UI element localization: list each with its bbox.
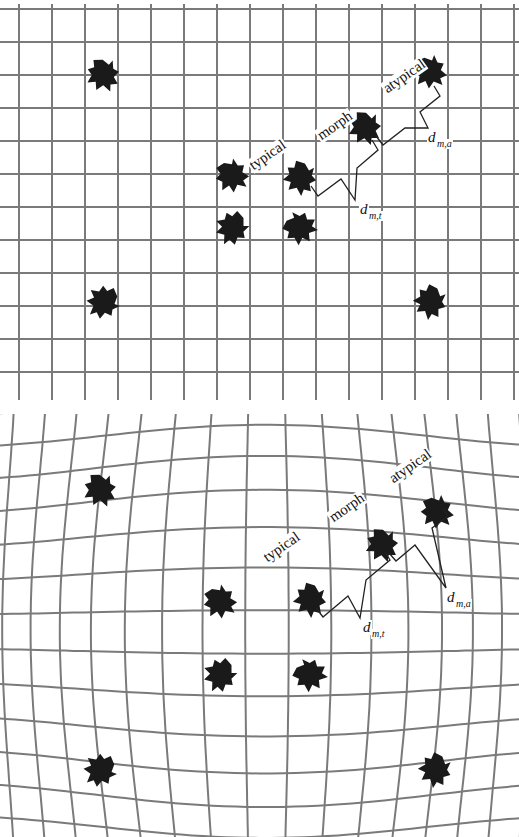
grid-line xyxy=(447,4,449,400)
distance-subscript: m,a xyxy=(455,599,472,609)
grid-line xyxy=(513,4,515,400)
grid-line xyxy=(0,107,519,109)
grid-line xyxy=(0,456,519,482)
shape-blobs xyxy=(81,53,457,792)
warped-grid xyxy=(0,414,519,837)
grid-line xyxy=(216,4,218,400)
grid-line xyxy=(0,8,519,10)
grid-line xyxy=(0,781,519,807)
grid-line xyxy=(0,527,519,548)
grid-line xyxy=(183,4,185,400)
grid-line xyxy=(51,4,53,400)
grid-line xyxy=(381,4,383,400)
grid-line xyxy=(0,425,519,449)
grid-line xyxy=(0,41,519,43)
grid-line xyxy=(0,206,519,208)
grid-line xyxy=(0,814,519,837)
grid-line xyxy=(0,371,519,373)
shape-label: atypical xyxy=(386,446,435,487)
grid-line xyxy=(282,4,284,400)
grid-line xyxy=(0,715,519,737)
distance-subscript: m,t xyxy=(368,211,383,221)
grid-line xyxy=(0,338,519,340)
grid-line xyxy=(319,414,331,837)
grid-line xyxy=(117,4,119,400)
grid-line xyxy=(84,4,86,400)
grid-line xyxy=(249,4,251,400)
grid-line xyxy=(348,4,350,400)
shape-label: typical xyxy=(260,529,304,566)
grid-line xyxy=(480,4,482,400)
grid-line xyxy=(0,173,519,175)
distance-subscript: m,t xyxy=(371,629,386,639)
grid-line xyxy=(315,4,317,400)
grid-line xyxy=(0,272,519,274)
grid-line xyxy=(0,648,519,654)
grid-line xyxy=(125,414,146,837)
distance-braces xyxy=(311,86,448,618)
grid-line xyxy=(354,414,372,837)
grid-line xyxy=(203,414,215,837)
distance-subscript: m,a xyxy=(436,139,453,149)
grid-line xyxy=(150,4,152,400)
grid-line xyxy=(18,4,20,400)
grid-line xyxy=(31,414,48,837)
grid-line xyxy=(0,610,519,615)
grid-line xyxy=(0,682,519,697)
grid-line xyxy=(453,414,473,837)
grid-line xyxy=(485,414,502,837)
grid-line xyxy=(162,414,179,837)
grid-line xyxy=(0,414,519,416)
shape-label: morph xyxy=(326,490,368,526)
grid-line xyxy=(60,414,80,837)
grid-line xyxy=(0,239,519,241)
regular-grid xyxy=(0,4,519,400)
